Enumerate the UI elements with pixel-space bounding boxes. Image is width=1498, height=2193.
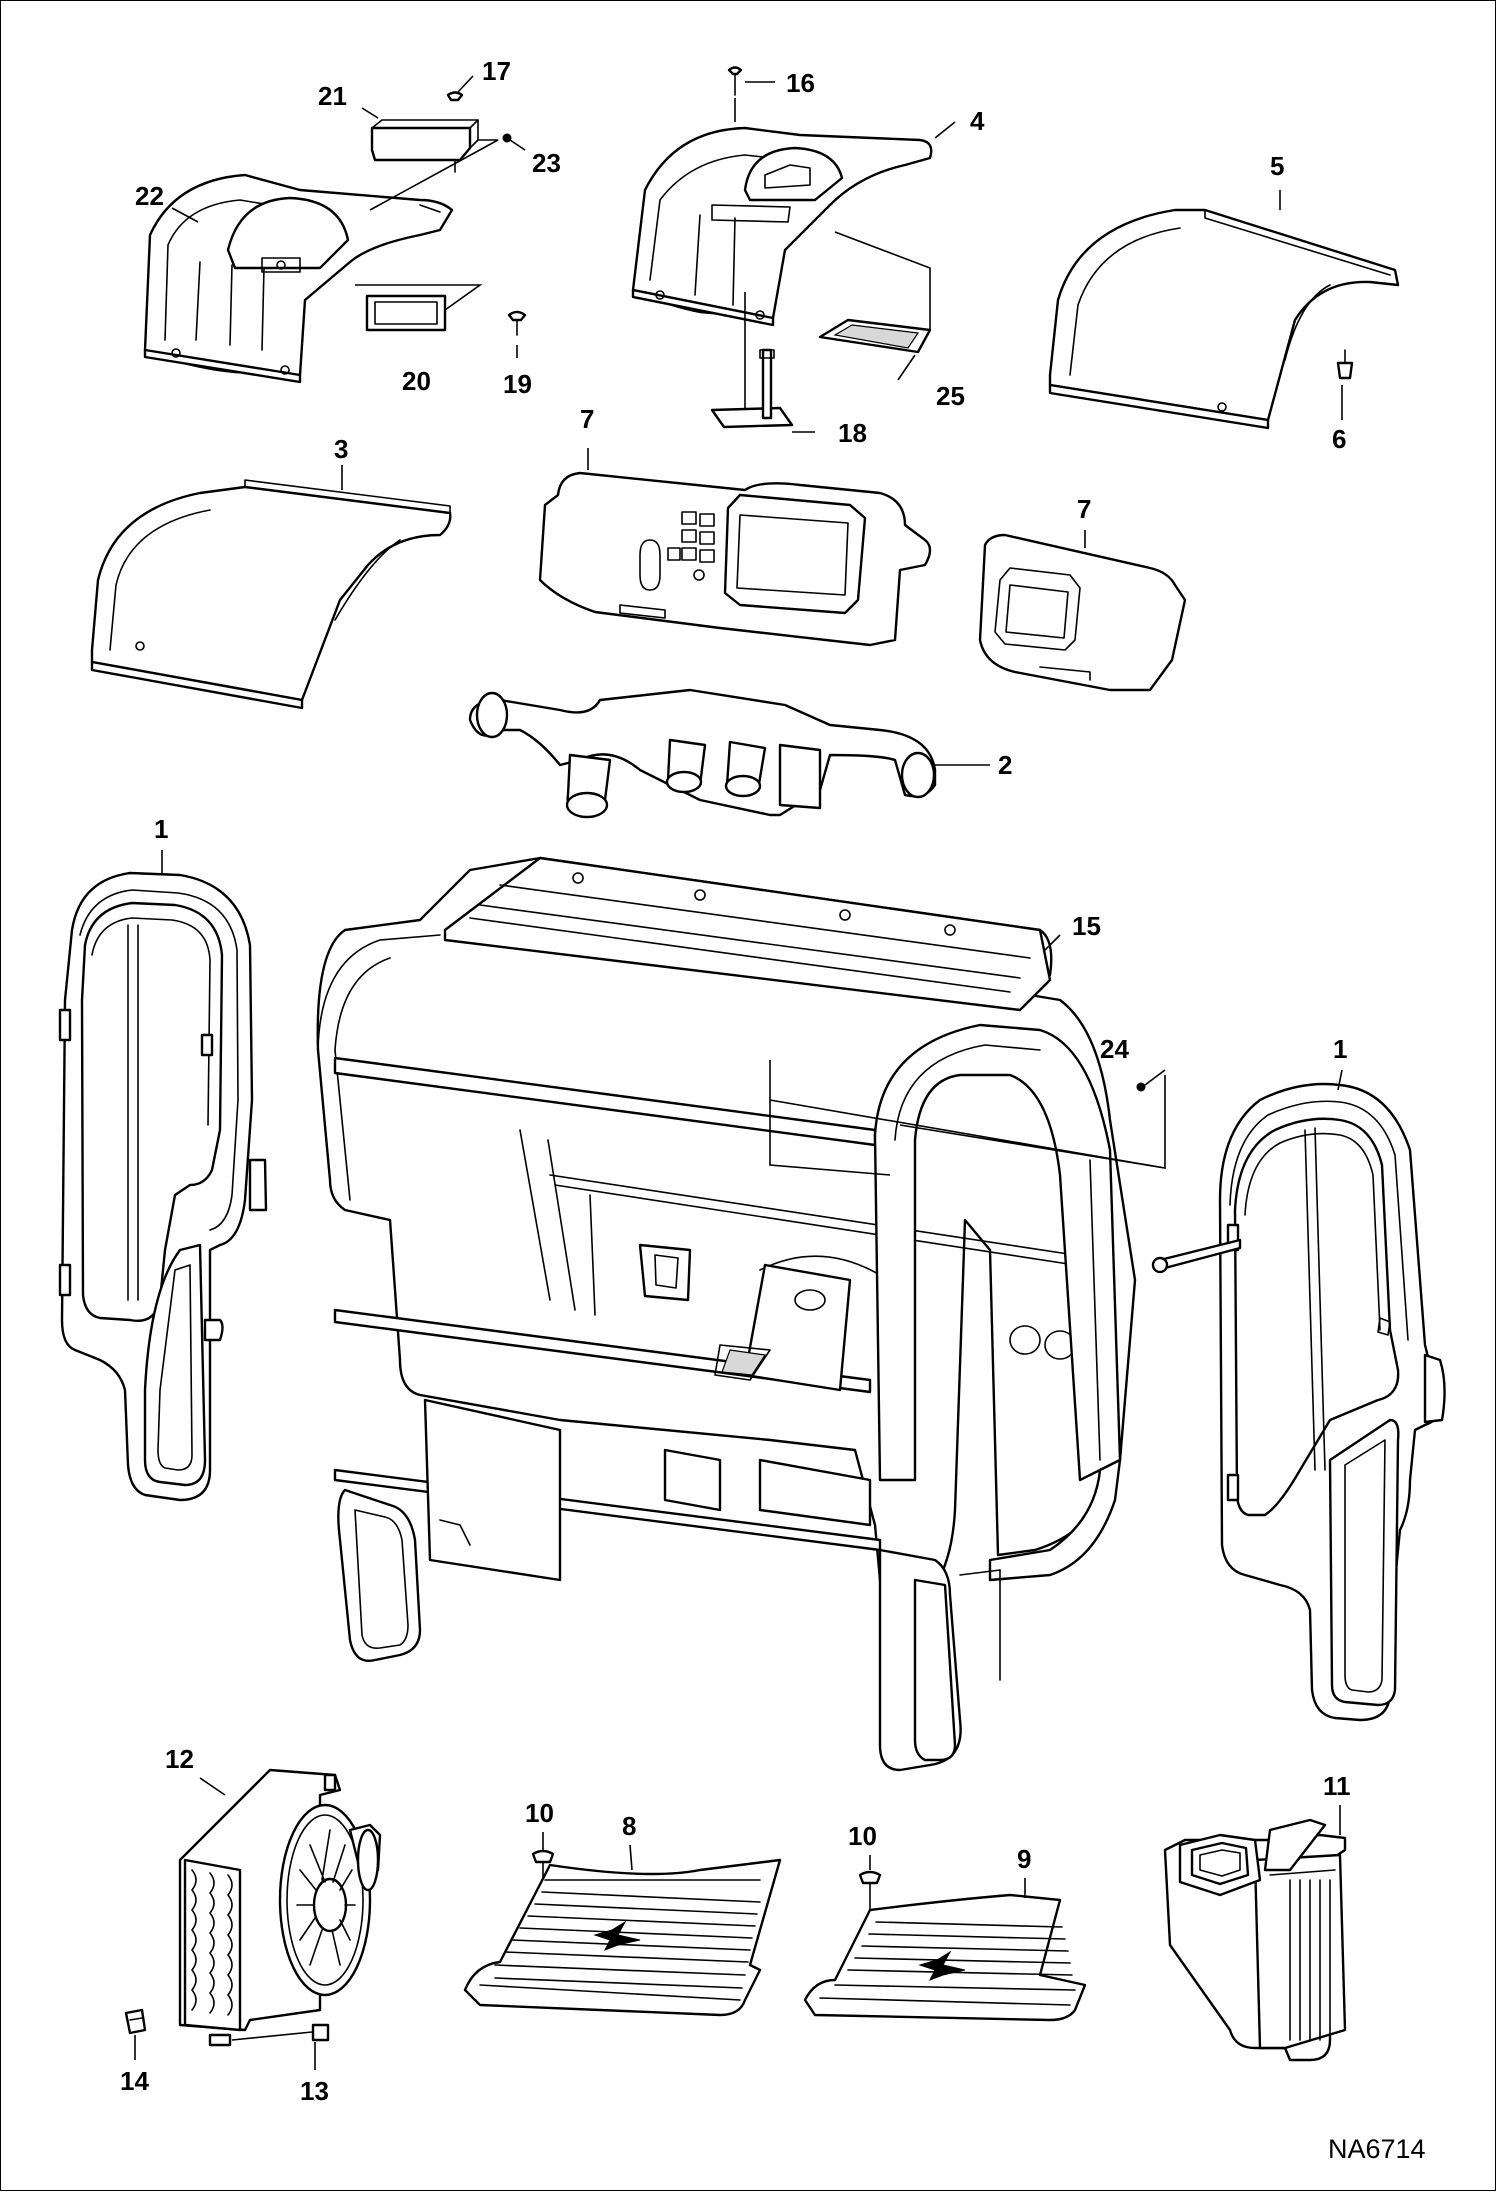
callout-8: 8 — [622, 1811, 636, 1841]
callout-9: 9 — [1017, 1844, 1031, 1874]
part-17-screw — [446, 91, 464, 102]
part-25-screen — [818, 318, 932, 354]
part-4-headliner — [631, 126, 933, 327]
callout-4: 4 — [970, 106, 985, 136]
callout-22: 22 — [135, 181, 164, 211]
part-5-cover — [1048, 208, 1400, 430]
part-18-mount — [710, 348, 794, 429]
part-8-floor-mat — [463, 1858, 782, 2017]
part-1-door-right — [1151, 1082, 1446, 1722]
part-12-condenser — [178, 1768, 382, 2047]
part-21-bracket — [370, 119, 479, 173]
part-23-nut — [502, 133, 512, 143]
callout-16: 16 — [786, 68, 815, 98]
callout-24: 24 — [1100, 1034, 1129, 1064]
part-19-screw — [507, 310, 527, 336]
callout-18: 18 — [838, 418, 867, 448]
callout-19: 19 — [503, 369, 532, 399]
callout-11: 11 — [1323, 1771, 1351, 1801]
part-14-fitting — [124, 2008, 147, 2035]
part-16-screw — [727, 66, 743, 96]
callout-1-left: 1 — [154, 814, 168, 844]
part-9-floor-mat — [803, 1893, 1087, 2022]
part-22-headliner — [143, 173, 454, 384]
callout-25: 25 — [936, 381, 965, 411]
callout-23: 23 — [532, 148, 561, 178]
part-3-cover — [90, 479, 452, 710]
callout-17: 17 — [482, 56, 511, 86]
callout-7-panel: 7 — [580, 404, 594, 434]
callout-1-right: 1 — [1333, 1034, 1347, 1064]
callout-10-right: 10 — [848, 1821, 877, 1851]
callout-5: 5 — [1270, 151, 1284, 181]
part-11-heater-box — [1163, 1818, 1347, 2062]
callout-15: 15 — [1072, 911, 1101, 941]
callout-labels: 17 21 23 22 20 19 16 4 25 18 5 6 3 7 7 2… — [120, 56, 1426, 2164]
part-24-nut — [1136, 1082, 1146, 1092]
leader-lines — [134, 75, 1343, 2070]
part-13-fitting — [311, 2023, 330, 2042]
callout-14: 14 — [120, 2066, 149, 2096]
callout-6: 6 — [1332, 424, 1346, 454]
callout-21: 21 — [318, 81, 347, 111]
callout-2: 2 — [998, 750, 1012, 780]
part-7-display — [978, 533, 1187, 692]
callout-10-left: 10 — [525, 1798, 554, 1828]
part-20-filter — [365, 294, 447, 332]
part-15-cab-frame — [316, 856, 1137, 1772]
figure-code: NA6714 — [1328, 2134, 1426, 2164]
part-7-panel — [538, 471, 932, 647]
callout-3: 3 — [334, 434, 348, 464]
callout-13: 13 — [300, 2076, 329, 2106]
part-2-ducts — [468, 688, 937, 819]
callout-12: 12 — [165, 1744, 194, 1774]
callout-20: 20 — [402, 366, 431, 396]
part-1-door-left — [58, 871, 268, 1502]
callout-7-display: 7 — [1077, 494, 1091, 524]
part-6-clip — [1336, 349, 1354, 380]
